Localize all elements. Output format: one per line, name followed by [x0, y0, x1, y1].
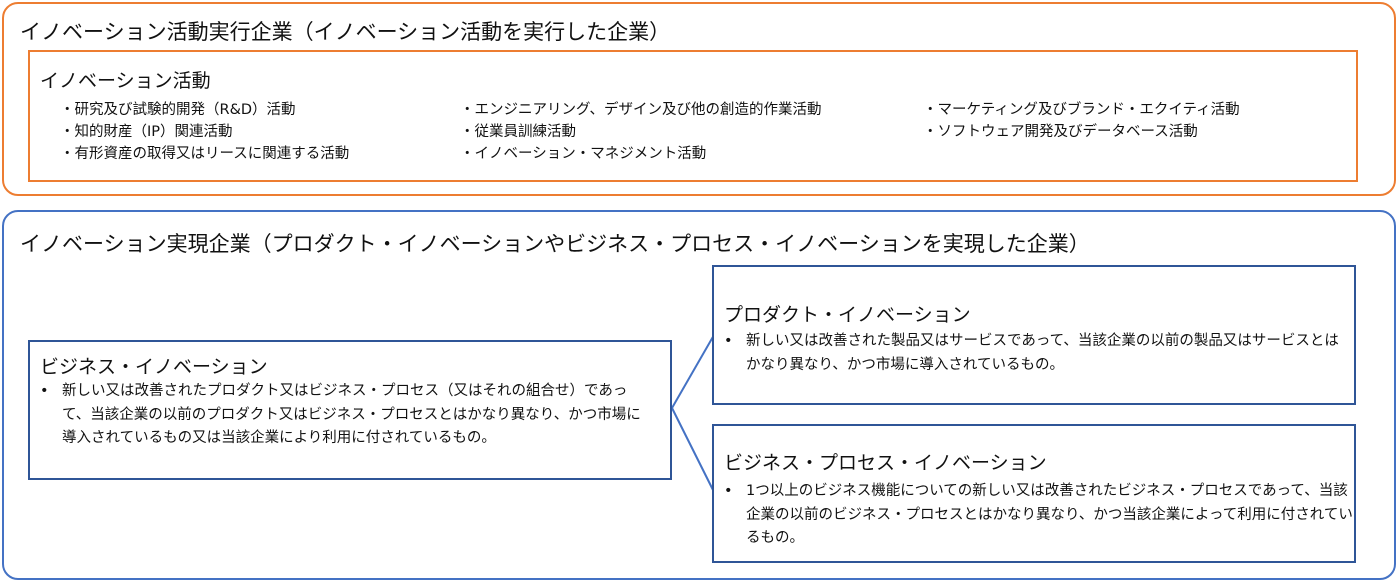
bullet: ・: [60, 102, 75, 118]
bullet: ・: [460, 102, 475, 118]
bullet: ・: [460, 146, 475, 162]
business-process-innovation-box: ビジネス・プロセス・イノベーション • 1つ以上のビジネス機能についての新しい又…: [712, 424, 1356, 563]
activity-label: ソフトウェア開発及びデータベース活動: [937, 124, 1198, 140]
product-innovation-box: プロダクト・イノベーション • 新しい又は改善された製品又はサービスであって、当…: [712, 265, 1356, 405]
activity-item: ・知的財産（IP）関連活動: [60, 121, 349, 143]
innovation-realizing-firms-frame: [2, 210, 1396, 580]
bullet: •: [724, 333, 733, 349]
activity-item: ・エンジニアリング、デザイン及び他の創造的作業活動: [460, 99, 821, 121]
activity-item: ・有形資産の取得又はリースに関連する活動: [60, 143, 349, 165]
innovation-activities-heading: イノベーション活動: [40, 70, 211, 92]
activity-item: ・マーケティング及びブランド・エクイティ活動: [923, 99, 1240, 121]
activity-label: マーケティング及びブランド・エクイティ活動: [937, 102, 1240, 118]
activity-label: 研究及び試験的開発（R&D）活動: [74, 102, 296, 118]
business-process-innovation-description: • 1つ以上のビジネス機能についての新しい又は改善されたビジネス・プロセスであっ…: [724, 480, 1356, 551]
bullet: ・: [923, 102, 938, 118]
innovation-activity-firms-frame: [2, 2, 1396, 196]
business-process-innovation-text: 1つ以上のビジネス機能についての新しい又は改善されたビジネス・プロセスであって、…: [746, 483, 1353, 546]
business-innovation-heading: ビジネス・イノベーション: [40, 356, 268, 378]
activity-label: 知的財産（IP）関連活動: [74, 124, 233, 140]
activity-item: ・イノベーション・マネジメント活動: [460, 143, 821, 165]
activities-column-3: ・マーケティング及びブランド・エクイティ活動 ・ソフトウェア開発及びデータベース…: [923, 99, 1240, 143]
bullet: ・: [923, 124, 938, 140]
activity-item: ・ソフトウェア開発及びデータベース活動: [923, 121, 1240, 143]
activities-column-2: ・エンジニアリング、デザイン及び他の創造的作業活動 ・従業員訓練活動 ・イノベー…: [460, 99, 821, 165]
activity-label: イノベーション・マネジメント活動: [474, 146, 707, 162]
connector-to-process: [671, 407, 715, 493]
activity-item: ・従業員訓練活動: [460, 121, 821, 143]
bullet: ・: [60, 124, 75, 140]
activity-item: ・研究及び試験的開発（R&D）活動: [60, 99, 349, 121]
business-innovation-text: 新しい又は改善されたプロダクト又はビジネス・プロセス（又はそれの組合せ）であって…: [62, 383, 641, 446]
bullet: ・: [60, 146, 75, 162]
activity-label: 有形資産の取得又はリースに関連する活動: [74, 146, 350, 162]
business-process-innovation-heading: ビジネス・プロセス・イノベーション: [724, 452, 1047, 474]
bullet: •: [724, 483, 733, 499]
bullet: •: [40, 383, 49, 399]
innovation-activity-firms-title: イノベーション活動実行企業（イノベーション活動を実行した企業）: [20, 20, 671, 44]
business-innovation-description: • 新しい又は改善されたプロダクト又はビジネス・プロセス（又はそれの組合せ）であ…: [40, 380, 652, 451]
product-innovation-description: • 新しい又は改善された製品又はサービスであって、当該企業の以前の製品又はサービ…: [724, 330, 1346, 377]
connector-to-product: [671, 334, 715, 409]
innovation-activities-box: [28, 50, 1358, 182]
activity-label: 従業員訓練活動: [474, 124, 577, 140]
product-innovation-text: 新しい又は改善された製品又はサービスであって、当該企業の以前の製品又はサービスと…: [746, 333, 1339, 373]
innovation-realizing-firms-title: イノベーション実現企業（プロダクト・イノベーションやビジネス・プロセス・イノベー…: [20, 232, 1090, 256]
activity-label: エンジニアリング、デザイン及び他の創造的作業活動: [474, 102, 822, 118]
product-innovation-heading: プロダクト・イノベーション: [724, 304, 971, 326]
business-innovation-box: ビジネス・イノベーション • 新しい又は改善されたプロダクト又はビジネス・プロセ…: [28, 340, 672, 480]
activities-column-1: ・研究及び試験的開発（R&D）活動 ・知的財産（IP）関連活動 ・有形資産の取得…: [60, 99, 349, 165]
bullet: ・: [460, 124, 475, 140]
